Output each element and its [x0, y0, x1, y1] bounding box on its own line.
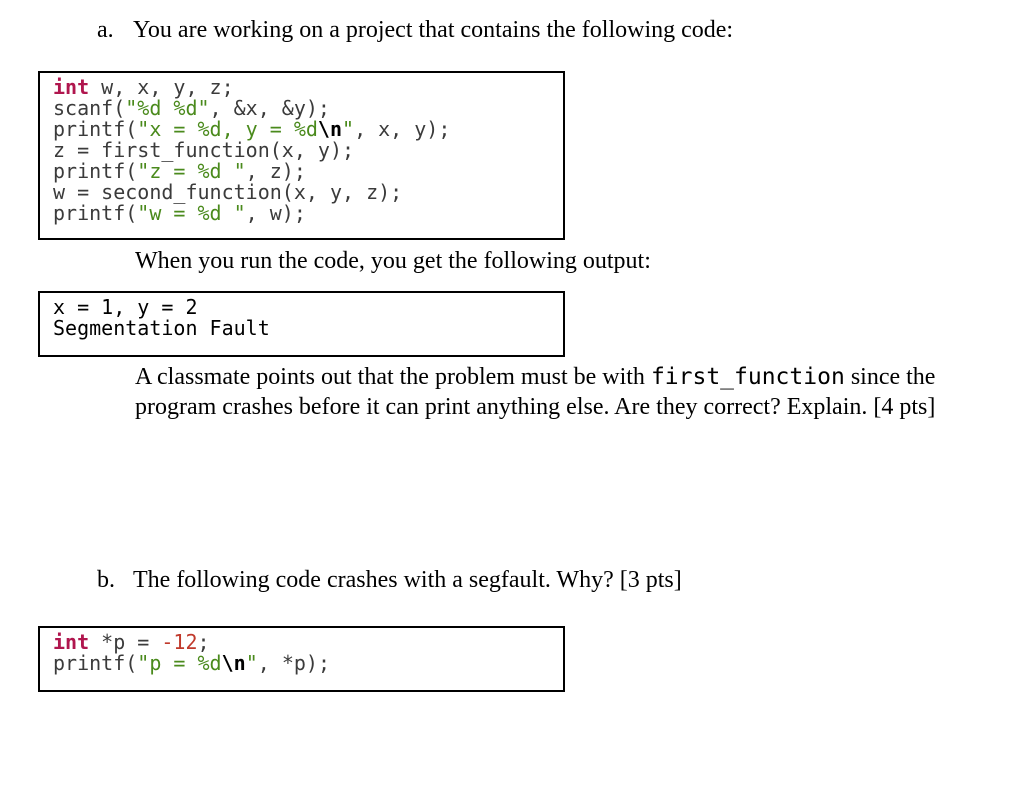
code-token: z = first_function(x, y);	[53, 138, 355, 162]
code-token: "	[342, 117, 355, 141]
code-token: ;	[197, 630, 210, 654]
code-token: "z = %d "	[137, 159, 246, 183]
follow-up-line-2: program crashes before it can print anyt…	[135, 394, 936, 420]
code-token: \n	[221, 651, 246, 675]
code-token: , &x, &y);	[209, 96, 330, 120]
question-b-heading: b. The following code crashes with a segf…	[97, 566, 682, 594]
code-token: printf(	[53, 201, 138, 225]
code-block-b: int *p = -12;printf("p = %d\n", *p);	[38, 626, 565, 692]
code-token: printf(	[53, 651, 138, 675]
follow-up-code: first_function	[650, 364, 845, 390]
output-line: Segmentation Fault	[53, 316, 270, 340]
follow-up-line-1: A classmate points out that the problem …	[135, 362, 935, 392]
question-b-letter: b.	[97, 567, 115, 593]
code-line: int *p = -12;	[53, 632, 563, 653]
code-token: -12	[161, 630, 198, 654]
code-token: \n	[317, 117, 343, 141]
code-token: int	[53, 75, 90, 99]
code-token: int	[53, 630, 90, 654]
code-line: printf("w = %d ", w);	[53, 203, 563, 224]
code-token: printf(	[53, 117, 138, 141]
code-line: w = second_function(x, y, z);	[53, 182, 563, 203]
question-a-letter: a.	[97, 17, 114, 43]
code-token: w = second_function(x, y, z);	[53, 180, 403, 204]
code-token: printf(	[53, 159, 138, 183]
code-block-a: int w, x, y, z;scanf("%d %d", &x, &y);pr…	[38, 71, 565, 240]
code-token: *p =	[89, 630, 162, 654]
code-line: printf("p = %d\n", *p);	[53, 653, 563, 674]
code-line: printf("x = %d, y = %d\n", x, y);	[53, 119, 563, 140]
code-token: "x = %d, y = %d	[137, 117, 318, 141]
code-token: scanf(	[53, 96, 126, 120]
code-token: "w = %d "	[137, 201, 246, 225]
code-token: , w);	[245, 201, 306, 225]
question-a-prompt: You are working on a project that contai…	[133, 17, 734, 43]
code-token: , x, y);	[354, 117, 451, 141]
code-line: printf("z = %d ", z);	[53, 161, 563, 182]
code-line: scanf("%d %d", &x, &y);	[53, 98, 563, 119]
code-a-listing: int w, x, y, z;scanf("%d %d", &x, &y);pr…	[40, 73, 563, 224]
code-line: int w, x, y, z;	[53, 77, 563, 98]
code-token: w, x, y, z;	[89, 75, 234, 99]
code-line: z = first_function(x, y);	[53, 140, 563, 161]
question-b-prompt: The following code crashes with a segfau…	[133, 567, 682, 593]
code-token: "p = %d	[137, 651, 222, 675]
follow-up-text-2: since the	[850, 364, 936, 390]
follow-up-text: A classmate points out that the problem …	[135, 364, 645, 390]
code-token: "%d %d"	[125, 96, 210, 120]
output-line: x = 1, y = 2	[53, 295, 198, 319]
output-intro: When you run the code, you get the follo…	[135, 248, 651, 274]
question-a-heading: a. You are working on a project that cont…	[97, 16, 733, 44]
code-token: , *p);	[257, 651, 330, 675]
code-token: "	[245, 651, 258, 675]
code-token: , z);	[245, 159, 306, 183]
code-b-listing: int *p = -12;printf("p = %d\n", *p);	[40, 628, 563, 674]
